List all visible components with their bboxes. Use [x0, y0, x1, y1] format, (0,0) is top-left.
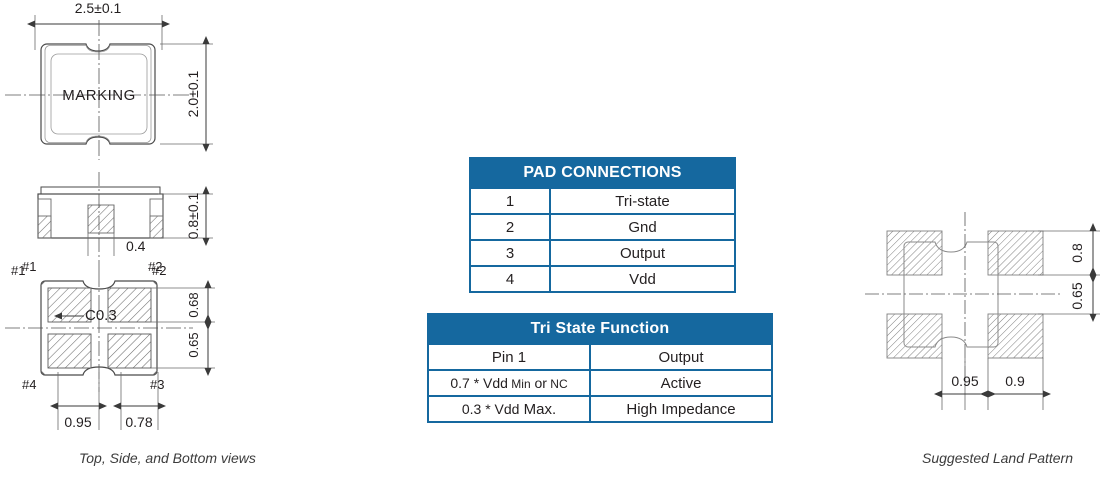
dim-label-095: 0.95 — [64, 414, 91, 430]
dim-label-thickness: 0.8±0.1 — [185, 192, 201, 239]
pad-pin-function: Vdd — [549, 265, 736, 293]
dim-label-pad-width: 0.4 — [126, 238, 146, 254]
marking-label: MARKING — [62, 87, 136, 104]
tri-state-output-hiz: High Impedance — [589, 395, 773, 423]
pad-pin-number: 3 — [469, 239, 551, 267]
land-pattern-drawing: 0.8 0.65 0.95 0.9 — [860, 200, 1111, 425]
cond-nc: NC — [546, 376, 568, 391]
dim-label-height: 2.0±0.1 — [185, 70, 201, 117]
pad-pin-function: Output — [549, 239, 736, 267]
chamfer-label: C0.3 — [85, 307, 117, 324]
dim-label-065: 0.65 — [186, 332, 201, 357]
pin-label-1-side: #1 — [11, 263, 25, 278]
table-row: 2 Gnd — [469, 213, 736, 241]
dim-label-068: 0.68 — [186, 292, 201, 317]
land-dim-label-065: 0.65 — [1069, 282, 1085, 309]
table-row: 0.7 * Vdd Min or NC Active — [427, 369, 773, 397]
table-row: Pin 1 Output — [427, 343, 773, 371]
land-dim-label-09: 0.9 — [1005, 373, 1025, 389]
caption-land-pattern: Suggested Land Pattern — [922, 450, 1074, 466]
pad-pin-number: 2 — [469, 213, 551, 241]
table-row: 4 Vdd — [469, 265, 736, 293]
pin-label-1-bottom: #1 — [22, 259, 36, 274]
pad-pin-number: 1 — [469, 187, 551, 215]
dim-label-width: 2.5±0.1 — [75, 0, 122, 16]
pin-label-4-bottom: #4 — [22, 377, 36, 392]
cond-voltage: 0.7 * Vdd — [450, 374, 508, 391]
pad-connections-table: PAD CONNECTIONS 1 Tri-state 2 Gnd 3 Outp… — [469, 157, 736, 293]
table-header-row: Tri State Function — [427, 313, 773, 345]
cond-voltage: 0.3 * Vdd — [461, 400, 520, 417]
land-dim-label-095: 0.95 — [951, 373, 978, 389]
package-outline-svg: 2.5±0.1 MARKING 2.0±0.1 0.8±0.1 0.4 #1 #… — [5, 0, 215, 430]
package-outline-drawing: 2.5±0.1 MARKING 2.0±0.1 0.8±0.1 0.4 #1 #… — [0, 0, 270, 440]
tri-state-output-active: Active — [589, 369, 773, 397]
cond-conjunction: or — [530, 374, 547, 391]
tri-state-col2-header: Output — [589, 343, 773, 371]
land-dim-label-08: 0.8 — [1069, 243, 1085, 263]
tri-state-col1-header: Pin 1 — [427, 343, 591, 371]
table-row: 1 Tri-state — [469, 187, 736, 215]
tri-state-condition-hiz: 0.3 * Vdd Max. — [427, 395, 591, 423]
table-header-row: PAD CONNECTIONS — [469, 157, 736, 189]
caption-package-views: Top, Side, and Bottom views — [79, 450, 256, 466]
tri-state-title: Tri State Function — [427, 313, 773, 345]
land-pattern-svg: 0.8 0.65 0.95 0.9 — [865, 212, 1100, 410]
pad-pin-number: 4 — [469, 265, 551, 293]
pin-label-2-bottom: #2 — [148, 259, 162, 274]
dim-label-078: 0.78 — [125, 414, 152, 430]
pad-connections-title: PAD CONNECTIONS — [469, 157, 736, 189]
table-row: 3 Output — [469, 239, 736, 267]
pad-pin-function: Gnd — [549, 213, 736, 241]
pin-label-2-side: #2 — [152, 263, 166, 278]
cond-qualifier: Max. — [519, 400, 557, 418]
tri-state-function-table: Tri State Function Pin 1 Output 0.7 * Vd… — [427, 313, 773, 423]
table-row: 0.3 * Vdd Max. High Impedance — [427, 395, 773, 423]
pad-pin-function: Tri-state — [549, 187, 736, 215]
cond-qualifier: Min — [507, 376, 531, 391]
pin-label-3-bottom: #3 — [150, 377, 164, 392]
tri-state-condition-active: 0.7 * Vdd Min or NC — [427, 369, 591, 397]
